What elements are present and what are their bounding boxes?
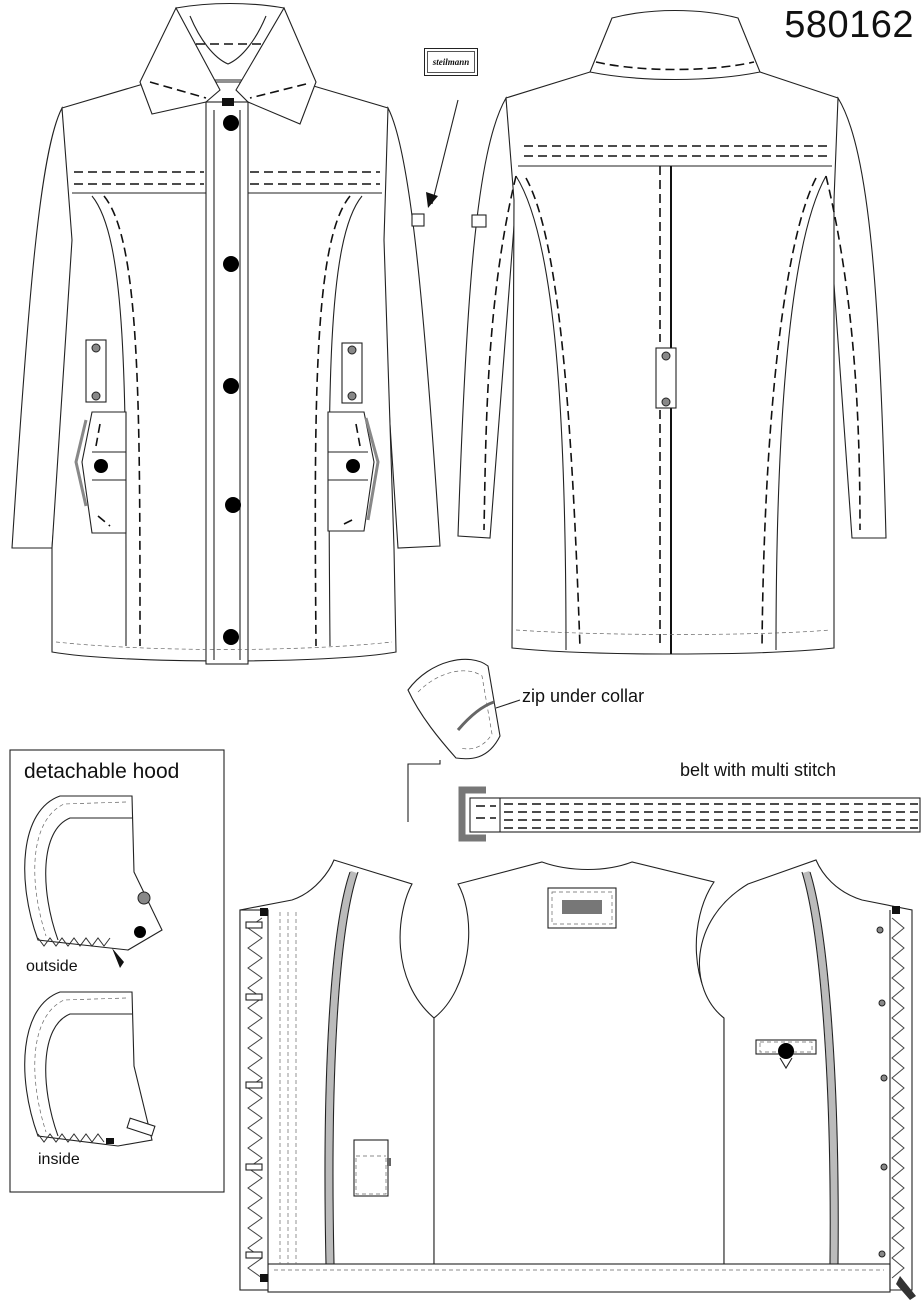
belt-label: belt with multi stitch [680, 760, 837, 780]
hood-outside-label: outside [26, 958, 78, 975]
belt [458, 786, 921, 842]
belt-buckle [458, 786, 486, 842]
inside-pocket [353, 1139, 389, 1197]
front-button [223, 378, 239, 394]
front-collar-right [235, 6, 317, 125]
style-number: 580162 [784, 4, 914, 46]
collar-zip-detail [407, 658, 521, 822]
back-sleeve-label [471, 214, 487, 228]
pocket-tab-right [341, 342, 363, 404]
hood-inside-label: inside [38, 1151, 80, 1168]
front-right-sleeve [377, 106, 441, 549]
hood-title: detachable hood [24, 760, 180, 783]
belt-strap [469, 797, 921, 833]
pocket-tab-left [85, 339, 107, 403]
front-yoke-stitch [74, 171, 380, 185]
back-left-sleeve [457, 96, 517, 539]
front-view [11, 2, 441, 665]
back-right-sleeve [827, 96, 887, 539]
front-button [225, 497, 241, 513]
front-button [223, 256, 239, 272]
hood-inside [24, 991, 156, 1147]
zip-under-collar-label: zip under collar [522, 686, 645, 706]
back-collar [589, 9, 761, 81]
front-button [223, 115, 239, 131]
front-collar-left [139, 6, 221, 115]
sleeve-label [411, 213, 425, 227]
inside-right-front [698, 859, 913, 1291]
hood-outside [24, 795, 163, 968]
front-pocket-left [81, 411, 127, 534]
inside-left-front [239, 859, 435, 1291]
brand-label: steilmann [424, 48, 478, 76]
back-tab [655, 347, 677, 409]
front-button [223, 629, 239, 645]
back-view [457, 9, 887, 655]
inside-view [239, 859, 916, 1300]
label-arrow [431, 99, 459, 205]
front-buttons [223, 115, 241, 645]
